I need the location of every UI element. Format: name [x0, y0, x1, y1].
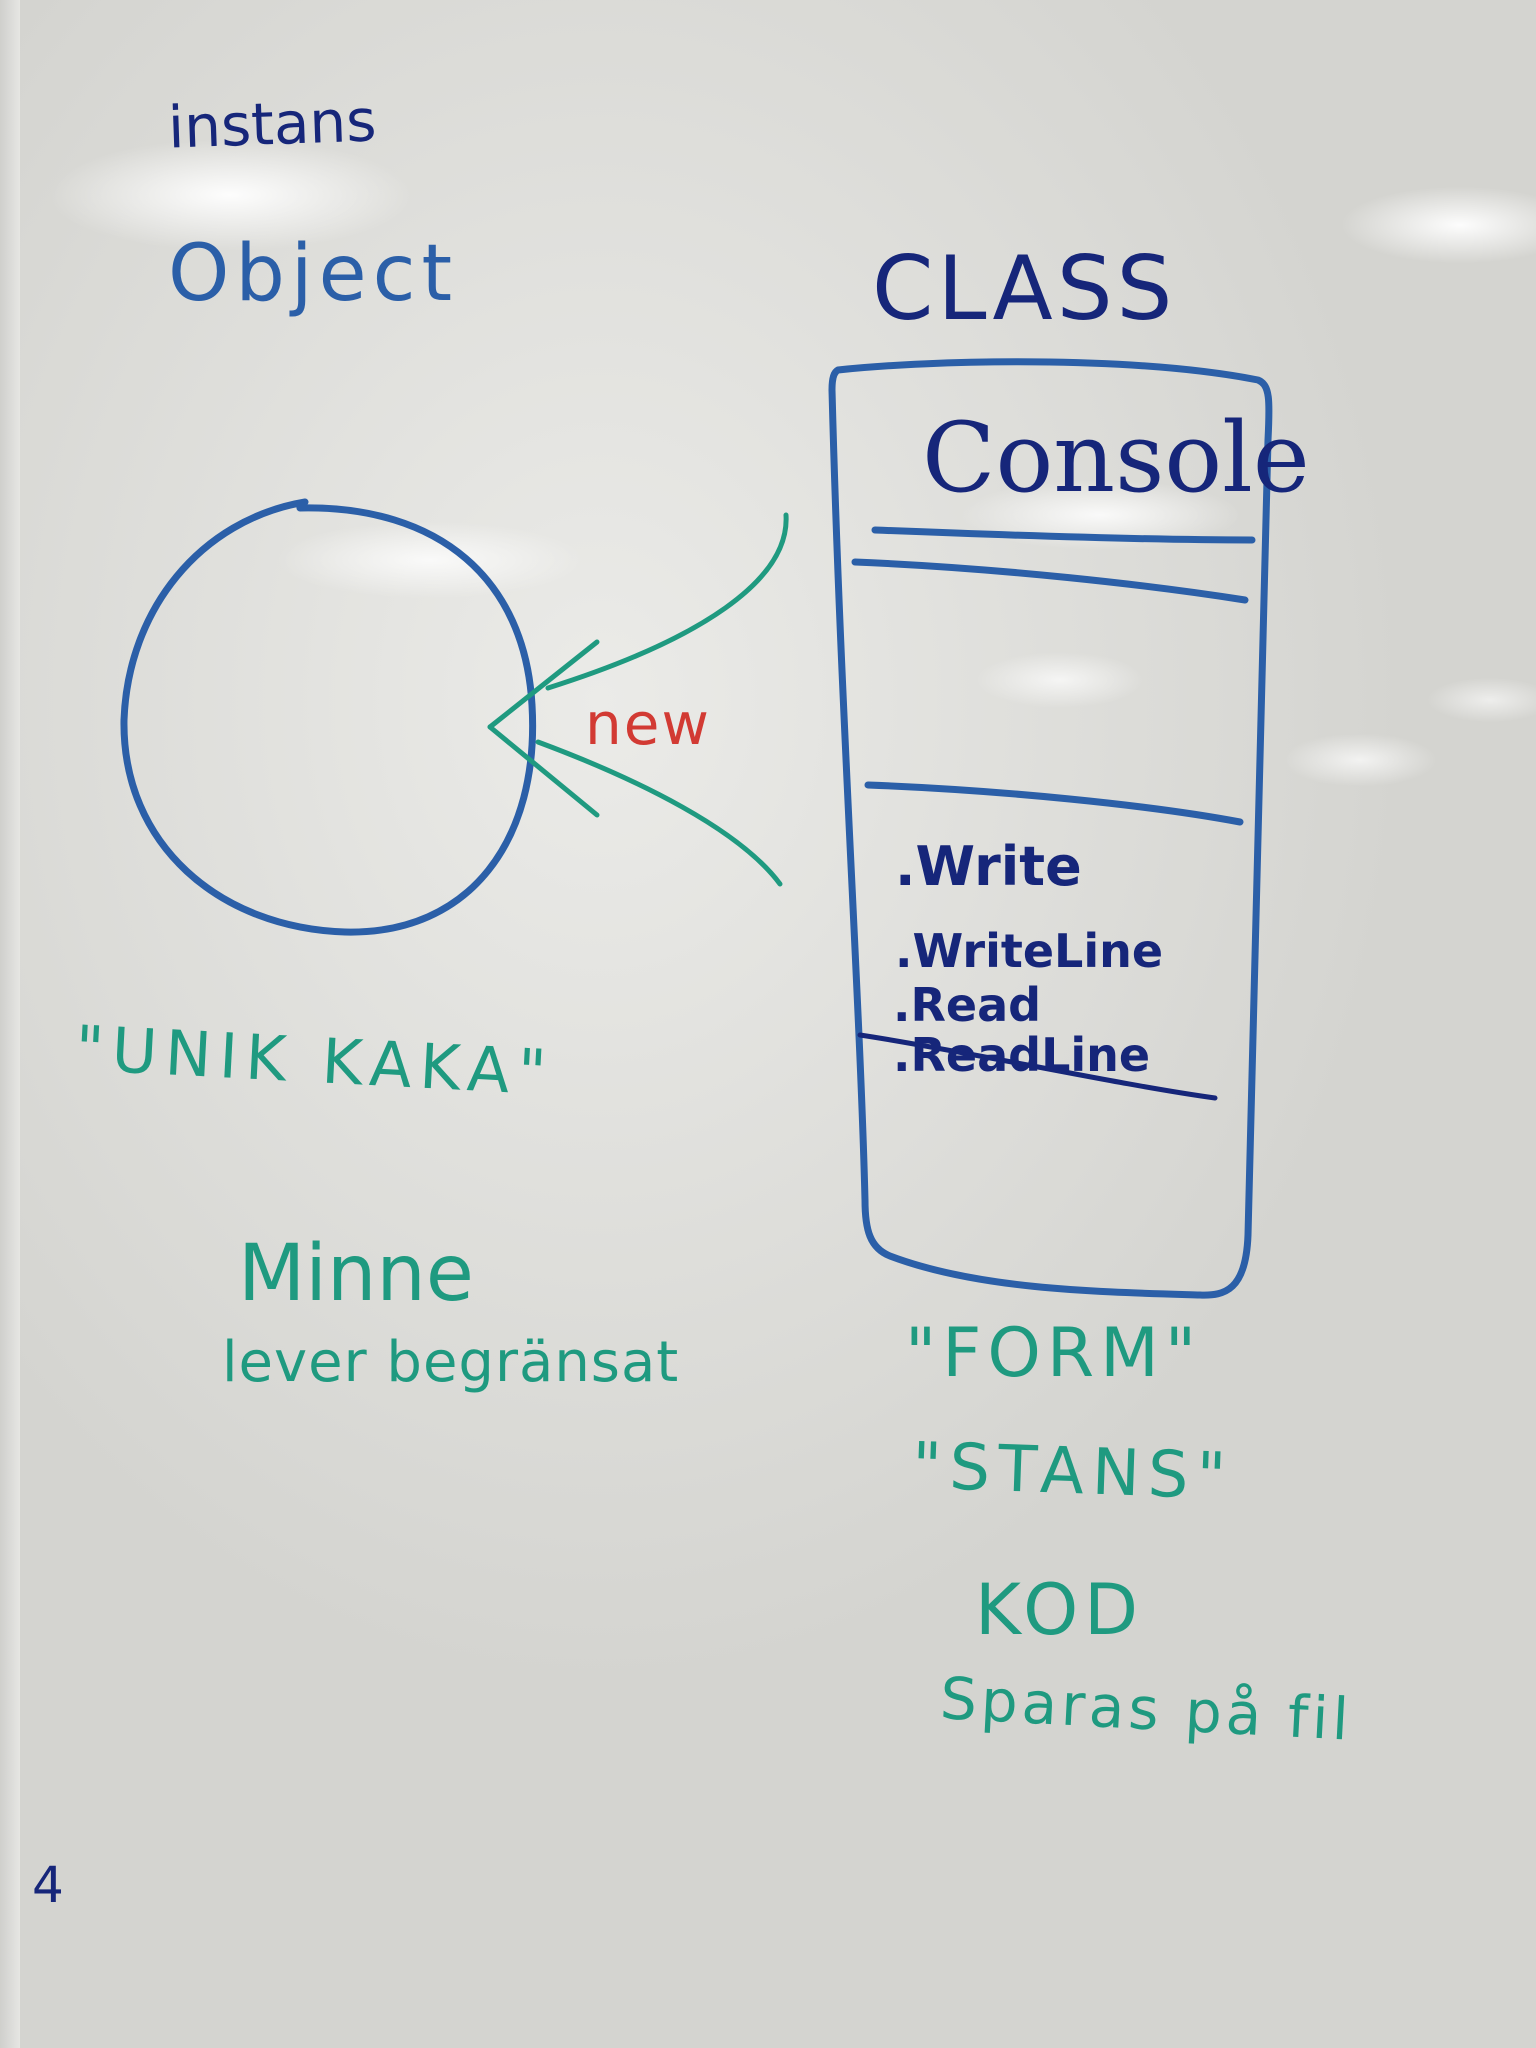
new-arrow-upper-curve [545, 512, 789, 691]
new-label: new [585, 690, 711, 758]
class-box-divider-1 [871, 526, 1256, 544]
instans-label: instans [166, 86, 378, 162]
stans-label: "STANS" [910, 1429, 1236, 1515]
object-label: Object [168, 229, 459, 319]
class-box-divider-4 [857, 1032, 1218, 1101]
method-read-label: .Read [893, 978, 1042, 1032]
new-arrow-head-upper [487, 639, 600, 730]
form-label: "FORM" [905, 1314, 1203, 1393]
class-box-outline [828, 358, 1273, 1299]
method-readline-label: .ReadLine [893, 1028, 1151, 1082]
lever-begransat-label: lever begränsat [222, 1330, 680, 1395]
whiteboard-frame-edge [0, 0, 20, 2048]
method-write-label: .Write [895, 835, 1082, 898]
method-writeline-label: .WriteLine [895, 924, 1164, 978]
class-heading-label: CLASS [872, 237, 1177, 340]
corner-mark: 4 [32, 1856, 64, 1914]
class-box [828, 358, 1273, 1299]
kod-label: KOD [975, 1569, 1145, 1651]
class-box-divider-3 [864, 781, 1244, 826]
new-arrow-lower-curve [535, 739, 783, 887]
new-arrow-head-lower [487, 724, 600, 818]
minne-label: Minne [238, 1229, 474, 1319]
new-arrow [487, 512, 789, 887]
class-box-divider-2 [851, 558, 1249, 604]
class-name-label: Console [922, 402, 1310, 514]
object-circle [120, 498, 537, 936]
